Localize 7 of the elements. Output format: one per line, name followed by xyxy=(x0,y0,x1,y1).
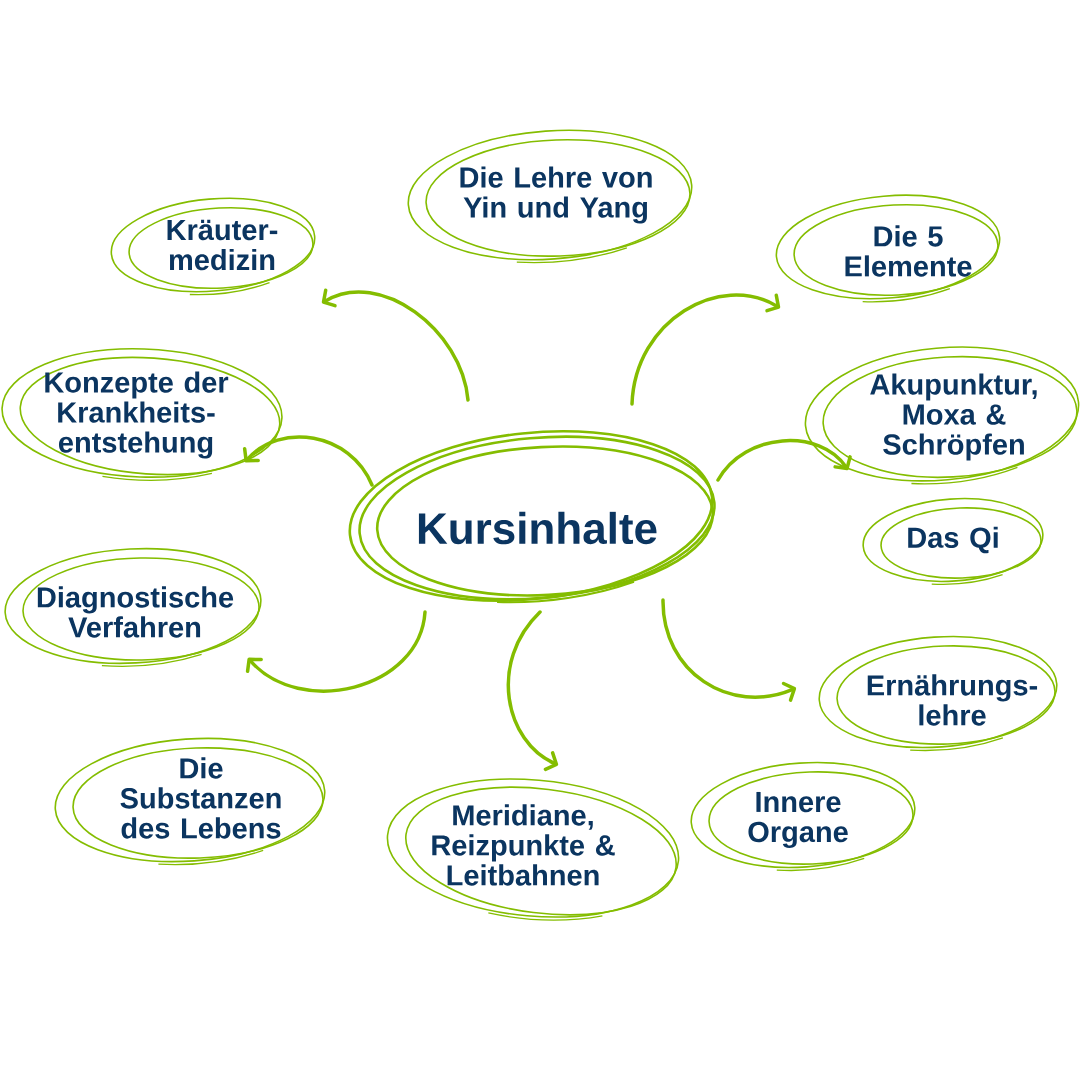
curved-arrow xyxy=(506,610,559,772)
curved-arrow xyxy=(630,293,781,406)
curved-arrow xyxy=(245,610,427,693)
curved-arrow xyxy=(321,288,470,402)
curved-arrow xyxy=(716,439,852,482)
curved-arrow xyxy=(242,435,374,487)
curved-arrow xyxy=(661,598,797,702)
